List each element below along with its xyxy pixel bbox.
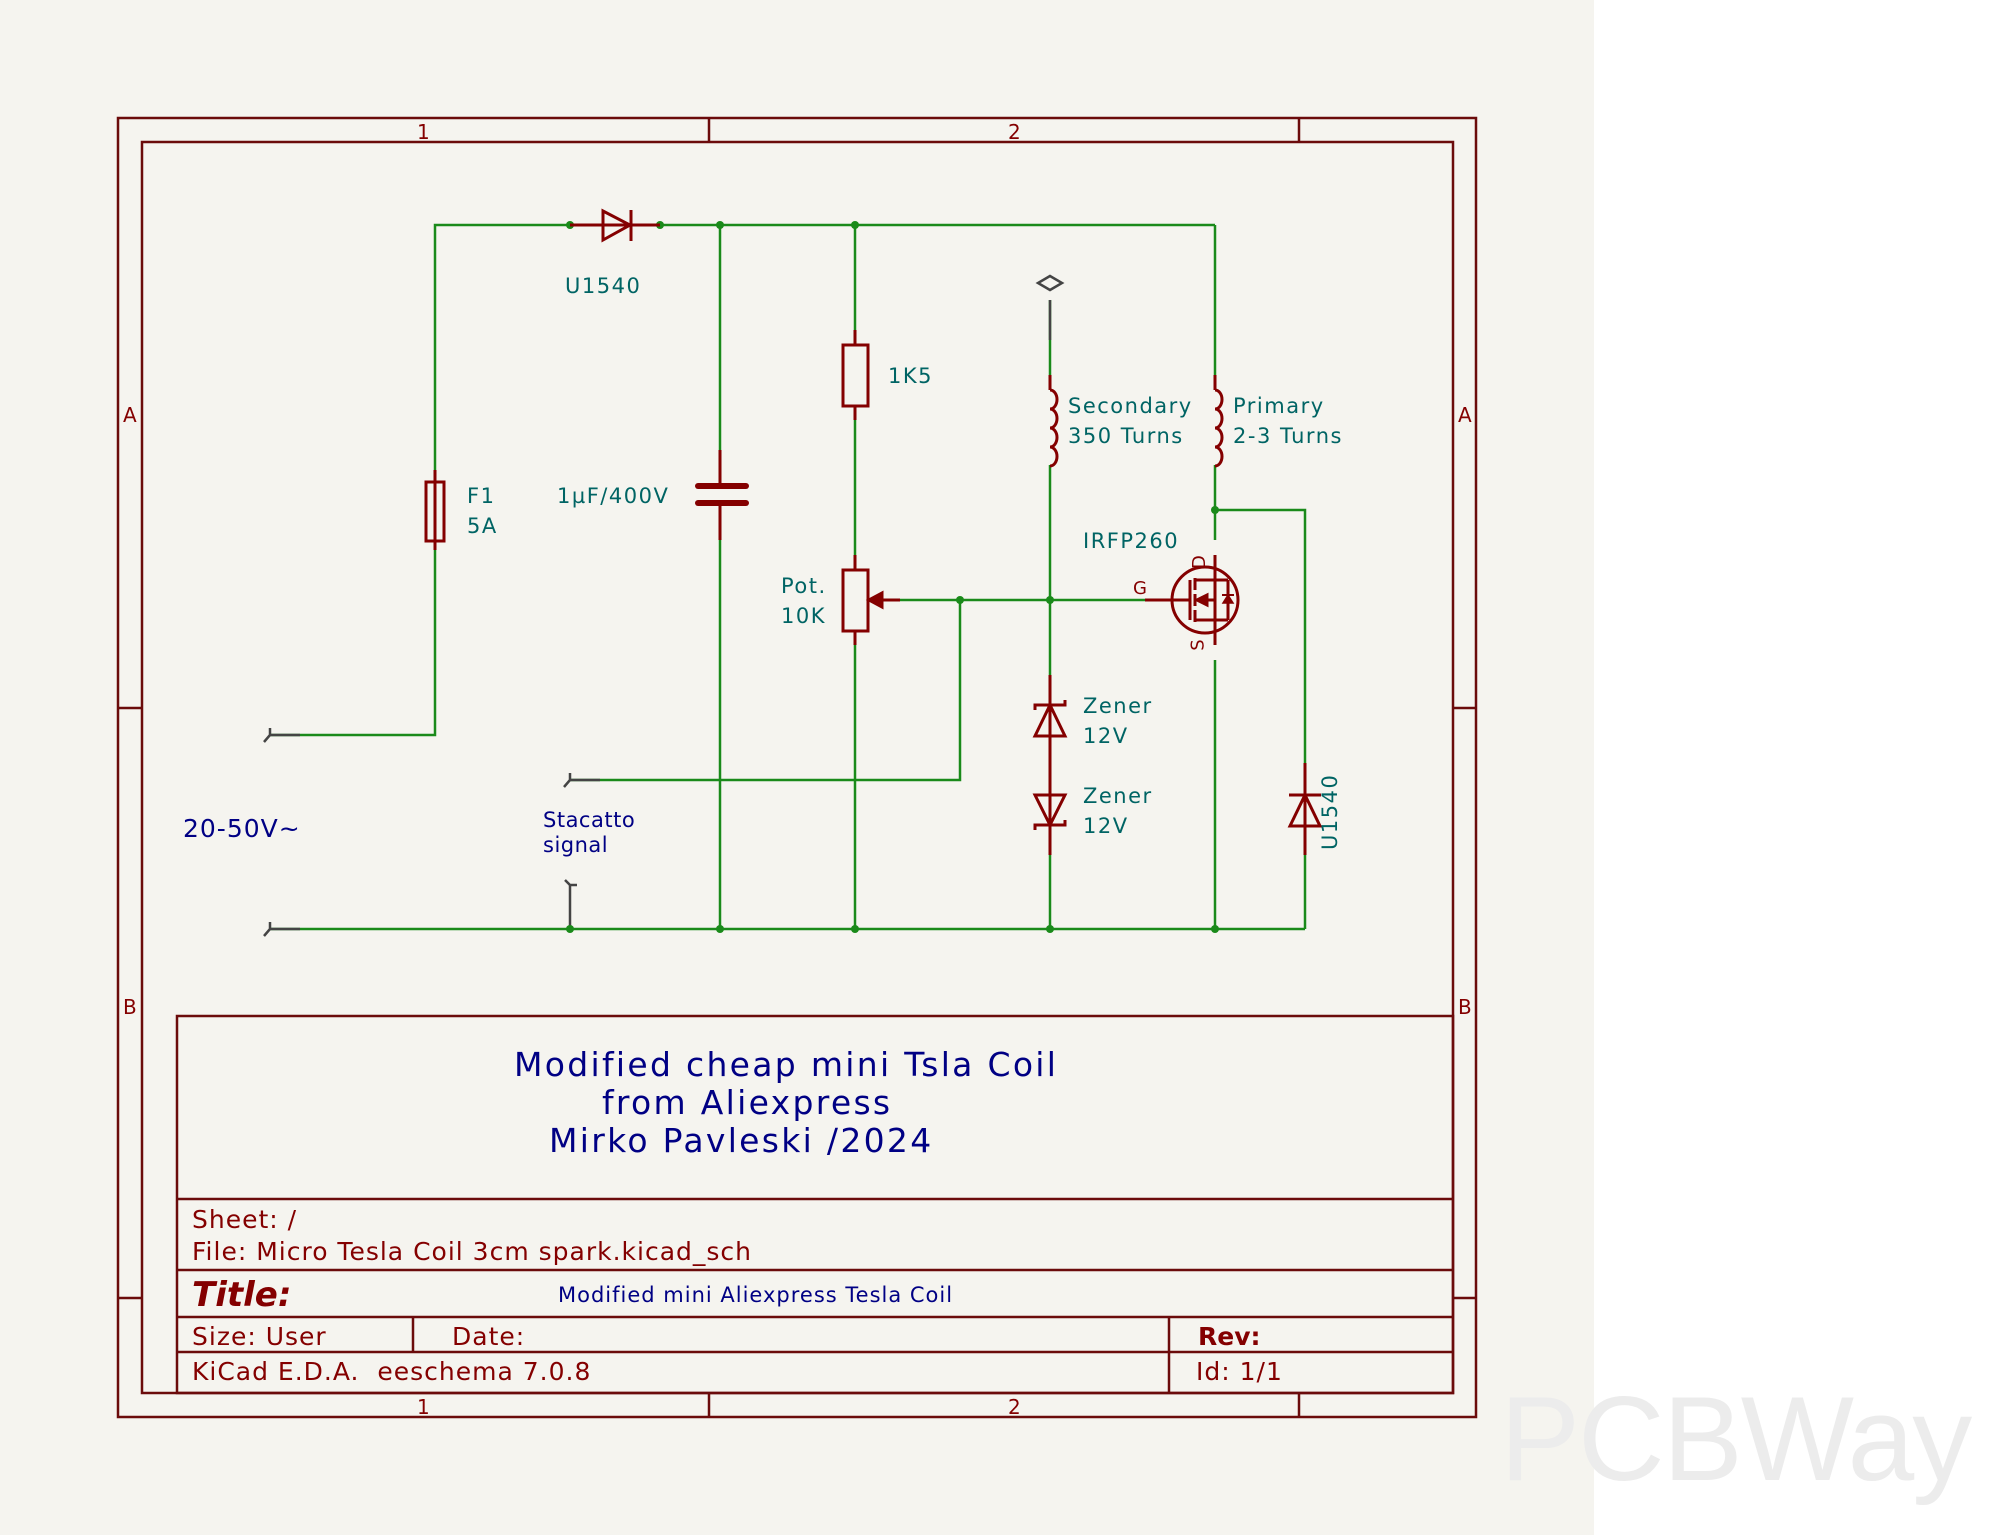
zener1-value[interactable]: 12V [1083,724,1129,748]
secondary-coil-turns[interactable]: 350 Turns [1068,424,1184,448]
primary-coil-turns[interactable]: 2-3 Turns [1233,424,1343,448]
description-line2: from Aliexpress [602,1083,893,1122]
watermark-logo: PCBWay [1500,1372,1972,1506]
zener2-label[interactable]: Zener [1083,784,1153,808]
junctions [566,221,1219,933]
stacatto-note-line1: Stacatto [543,808,636,832]
column-label-1-bottom: 1 [417,1395,430,1419]
diode-flyback-value[interactable]: U1540 [1318,773,1342,850]
column-label-2-bottom: 2 [1008,1395,1021,1419]
column-label-2-top: 2 [1008,120,1021,144]
primary-coil-label[interactable]: Primary [1233,394,1325,418]
schematic-sheet: 1 2 1 2 A A B B U1540 F1 5A 1µF/400V 1K5… [0,0,1594,1535]
resistor-value[interactable]: 1K5 [888,364,933,388]
row-label-a-right: A [1458,403,1472,427]
title-block-id: Id: 1/1 [1196,1357,1283,1386]
title-block-title-value: Modified mini Aliexpress Tesla Coil [558,1283,954,1307]
unconnected-stubs [263,274,1065,937]
fuse-ref[interactable]: F1 [467,484,496,508]
pot-ref[interactable]: Pot. [781,574,827,598]
pot-value[interactable]: 10K [781,604,826,628]
mosfet-pin-g: G [1133,578,1147,599]
column-label-1-top: 1 [417,120,430,144]
mosfet-pin-d: D [1188,555,1210,569]
capacitor-value[interactable]: 1µF/400V [557,484,670,508]
fuse-value[interactable]: 5A [467,514,498,538]
drawing-frame [116,116,1478,1419]
row-label-a-left: A [123,403,137,427]
mosfet-value[interactable]: IRFP260 [1083,529,1180,553]
symbols [424,208,1323,855]
secondary-coil-label[interactable]: Secondary [1068,394,1193,418]
description-line3: Mirko Pavleski /2024 [549,1121,934,1160]
row-label-b-left: B [123,995,137,1019]
zener1-label[interactable]: Zener [1083,694,1153,718]
title-block-sheet: Sheet: / [192,1205,298,1234]
input-voltage-note: 20-50V~ [183,814,301,843]
title-block-rev: Rev: [1198,1322,1261,1351]
title-block-tool: KiCad E.D.A. eeschema 7.0.8 [192,1357,592,1386]
stacatto-note-line2: signal [543,833,609,857]
title-block-file: File: Micro Tesla Coil 3cm spark.kicad_s… [192,1237,753,1266]
diode-input-value[interactable]: U1540 [565,274,642,298]
zener2-value[interactable]: 12V [1083,814,1129,838]
description-line1: Modified cheap mini Tsla Coil [514,1045,1059,1084]
wires [270,223,1307,931]
title-block-size: Size: User [192,1322,327,1351]
mosfet-pin-s: S [1187,639,1209,651]
title-block-title-label: Title: [192,1275,292,1315]
title-block-date: Date: [452,1322,526,1351]
schematic-canvas [116,116,1478,1419]
row-label-b-right: B [1458,995,1472,1019]
